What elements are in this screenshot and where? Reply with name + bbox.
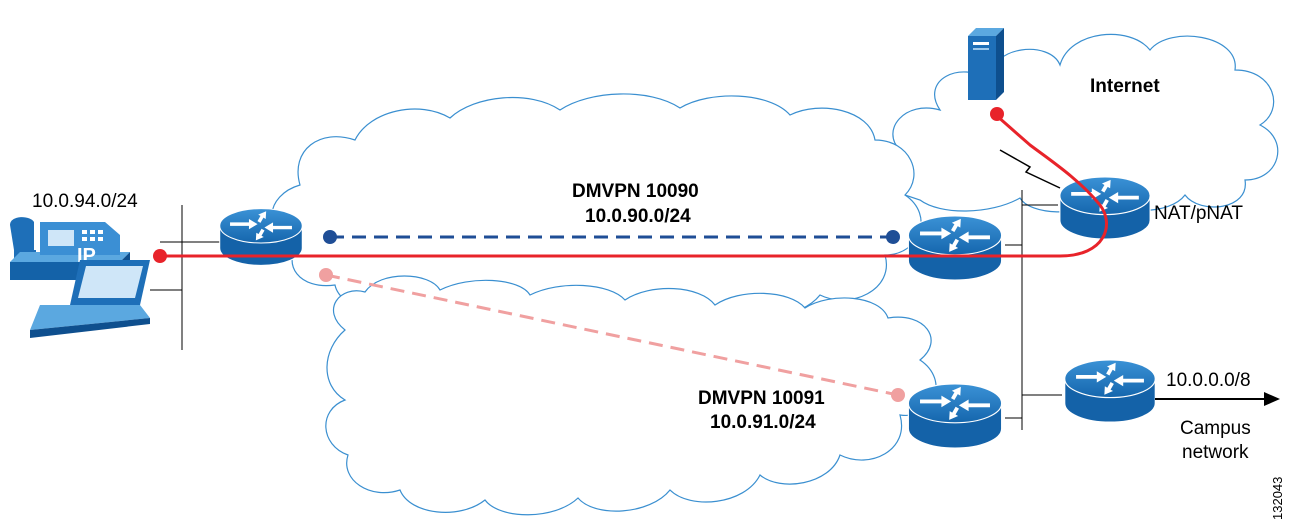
campus-router-icon[interactable]	[1064, 359, 1156, 423]
dmvpn-10091-endpoint-left	[319, 268, 333, 282]
laptop-icon	[30, 260, 150, 338]
path-start-endpoint	[153, 249, 167, 263]
dmvpn-10091-tunnel	[325, 273, 899, 397]
campus-subnet-label: 10.0.0.0/8	[1166, 370, 1251, 391]
left-lan-subnet-label: 10.0.94.0/24	[32, 191, 138, 212]
figure-id: 132043	[1270, 477, 1285, 520]
campus-arrow	[1155, 392, 1280, 406]
dmvpn-10091-name: DMVPN 10091	[698, 388, 825, 409]
dmvpn-10090-name: DMVPN 10090	[572, 181, 699, 202]
dmvpn-10090-subnet: 10.0.90.0/24	[585, 206, 691, 227]
dmvpn-10091-cloud	[325, 275, 937, 516]
server-icon	[968, 28, 1004, 100]
wireless-link-icon	[999, 149, 1061, 189]
hub-router-10091-icon[interactable]	[907, 383, 1003, 449]
internet-traffic-path	[160, 114, 1108, 258]
lan-links	[150, 190, 1062, 430]
hub-router-10090-icon[interactable]	[907, 215, 1003, 281]
dmvpn-10090-endpoint-left	[323, 230, 337, 244]
campus-label-line2: network	[1182, 442, 1249, 463]
internet-label: Internet	[1090, 76, 1160, 97]
path-server-endpoint	[990, 107, 1004, 121]
dmvpn-10091-endpoint-right	[891, 388, 905, 402]
dmvpn-10090-endpoint-right	[886, 230, 900, 244]
campus-label-line1: Campus	[1180, 418, 1251, 439]
dmvpn-10091-subnet: 10.0.91.0/24	[710, 412, 816, 433]
nat-router-label: NAT/pNAT	[1154, 203, 1243, 224]
